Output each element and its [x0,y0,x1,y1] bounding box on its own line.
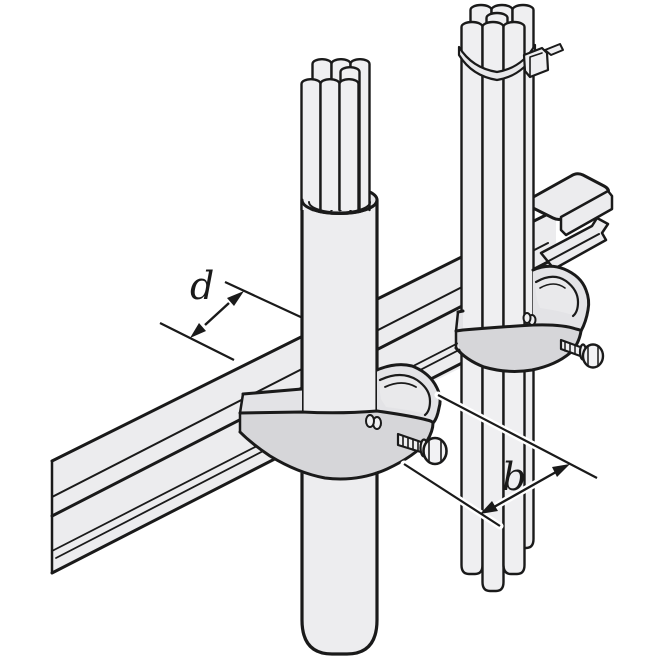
clamp2-inner-opening-arc [534,275,580,318]
clamp-inner-wall-arc [384,382,417,388]
dimension-label-b: b [502,455,526,499]
clamp2-rail-hook-notch [454,310,460,350]
cable-tie-tail [544,43,564,56]
b-extension-line-upper [437,394,598,479]
clamp-top-face-left [240,389,302,413]
clamp2-front-top-edge [454,323,583,333]
clamp-inner-opening-arc [378,373,432,417]
clamp-front-top-edge [238,409,435,425]
right-cable-clamp [454,264,605,373]
multi-core-cable [300,58,379,656]
clamp2-inner-wall-arc [539,283,566,289]
screw2-head-facets [587,346,599,366]
dimension-b: b [400,391,601,530]
wire [338,78,360,212]
d-arrowhead-lower [190,323,206,338]
screw-head-facets [428,440,442,463]
cable-wires [300,58,371,212]
screw2-hex-head [581,343,605,369]
conduit-front [460,20,484,576]
cable-rim-front-arc [300,198,379,215]
d-arrow-shaft [204,302,230,326]
screw2-threads [564,341,576,355]
cable-tie-buckle-edge [529,52,543,77]
clamp-front-band [240,411,433,478]
b-arrowhead-upper [552,464,570,477]
clamp2-saddle [535,277,578,315]
cable-rim-inner-arc [308,201,371,214]
d-extension-line-lower [159,322,235,361]
cable-tie [457,43,564,82]
clamp2-back-edge-right [531,264,591,333]
flange-end-face [559,189,614,237]
conduit-front [481,20,505,593]
b-arrowhead-lower [480,501,498,514]
saddle-boss [365,414,375,428]
clamp-rail-hook-notch [238,392,245,434]
dimension-d: d [156,264,309,364]
dimension-label-d: d [190,264,214,308]
clamp-back-edge-left [241,387,304,396]
clamp2-front-band [456,324,582,372]
clamp-back-edge-right [375,363,442,425]
rail-end-profile [525,172,618,271]
right-clamp-screw [559,338,605,369]
b-arrow-shaft [493,470,557,509]
screw-threads [402,435,419,452]
wire [319,78,341,212]
clamp2-boss [522,312,532,324]
d-extension-line-upper [224,281,306,320]
left-cable-clamp [238,363,448,481]
screw-hex-head [422,436,448,466]
d-arrowhead-upper [227,291,244,306]
left-clamp-screw [396,432,448,466]
wire [300,78,322,212]
b-extension-line-lower [403,463,501,527]
rail-lip-fold-line [544,233,600,264]
